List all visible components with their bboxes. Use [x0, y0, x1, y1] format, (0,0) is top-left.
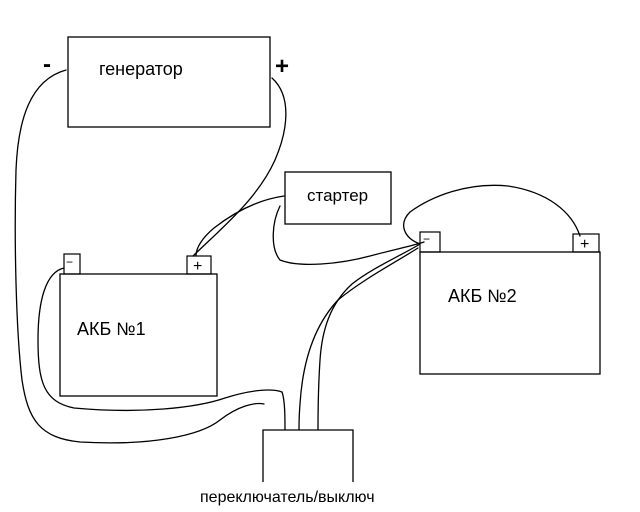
switch-box — [262, 429, 354, 482]
battery1-label: АКБ №1 — [77, 319, 146, 339]
generator-label: генератор — [99, 59, 183, 79]
wires — [14, 69, 581, 444]
battery-2: АКБ №2 − + — [419, 231, 601, 375]
generator-plus-sign: + — [275, 53, 289, 80]
wire-starter-to-battery1-plus — [195, 195, 285, 257]
battery1-plus-terminal — [186, 255, 212, 275]
battery2-plus-terminal — [572, 233, 600, 253]
generator-box — [67, 36, 271, 128]
wire-generator-plus-to-battery1-plus — [192, 77, 287, 257]
generator-minus-sign: - — [43, 51, 51, 78]
battery2-minus-terminal — [419, 231, 441, 253]
battery2-label: АКБ №2 — [448, 286, 517, 306]
battery1-minus-terminal — [63, 253, 81, 275]
starter: стартер — [284, 171, 392, 225]
wire-generator-minus-to-switch — [14, 69, 265, 444]
battery1-plus-sign: + — [193, 258, 202, 275]
battery2-box — [419, 251, 601, 375]
battery-1: АКБ №1 − + — [59, 253, 218, 397]
battery1-box — [59, 273, 218, 397]
starter-box — [284, 171, 392, 225]
battery2-plus-sign: + — [580, 236, 589, 253]
battery1-minus-sign: − — [66, 255, 73, 269]
wire-starter-to-battery2-minus — [272, 205, 425, 266]
starter-label: стартер — [307, 186, 368, 205]
switch: переключатель/выключ — [200, 429, 375, 506]
battery2-minus-sign: − — [423, 232, 430, 246]
wire-battery2-minus-to-switch — [298, 247, 419, 431]
switch-label: переключатель/выключ — [200, 489, 375, 506]
wire-battery2-plus-loop — [317, 184, 581, 431]
wire-battery1-minus-to-switch — [37, 267, 286, 431]
generator: генератор - + — [43, 36, 289, 128]
